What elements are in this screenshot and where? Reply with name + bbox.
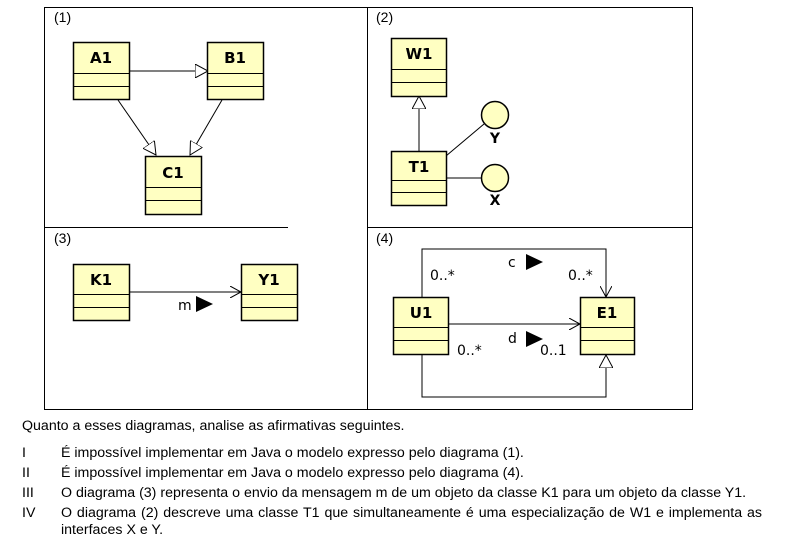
connector-b1-c1	[190, 99, 223, 155]
statement-4: IV O diagrama (2) descreve uma classe T1…	[22, 505, 762, 539]
interface-x-label: X	[490, 193, 501, 209]
class-c1: C1	[144, 155, 203, 216]
connector-t1-y	[445, 123, 485, 157]
class-e1: E1	[579, 296, 636, 356]
class-y1-name: Y1	[257, 271, 279, 289]
interface-y: Y	[480, 100, 510, 147]
statement-text: É impossível implementar em Java o model…	[61, 445, 524, 461]
class-u1: U1	[392, 296, 450, 356]
statement-number: I	[22, 445, 26, 461]
class-a1-name: A1	[90, 49, 112, 67]
question-intro: Quanto a esses diagramas, analise as afi…	[22, 418, 405, 434]
connector-a1-c1	[117, 99, 156, 155]
class-a1: A1	[72, 41, 131, 101]
statement-text: O diagrama (2) descreve uma classe T1 qu…	[61, 505, 762, 538]
generalization-u1-e1	[421, 354, 606, 398]
panel-label-2: (2)	[376, 9, 393, 25]
assoc-c-direction-arrow	[526, 254, 543, 270]
message-direction-arrow	[196, 296, 213, 312]
statement-text: O diagrama (3) representa o envio da men…	[61, 485, 747, 501]
class-w1: W1	[390, 37, 448, 98]
class-c1-name: C1	[162, 164, 183, 182]
panel-label-4: (4)	[376, 230, 393, 246]
statement-number: II	[22, 465, 30, 481]
assoc-c-mult-right: 0..*	[568, 268, 593, 284]
interface-x: X	[480, 163, 510, 209]
statement-1: I É impossível implementar em Java o mod…	[22, 445, 762, 462]
class-t1-name: T1	[409, 158, 430, 176]
assoc-c-mult-left: 0..*	[430, 268, 455, 284]
statement-3: III O diagrama (3) representa o envio da…	[22, 485, 762, 502]
statement-text: É impossível implementar em Java o model…	[61, 465, 524, 481]
question-text: Quanto a esses diagramas, analise as afi…	[22, 418, 762, 542]
assoc-c-label: c	[508, 255, 516, 271]
assoc-d-mult-right: 0..1	[540, 343, 567, 359]
class-k1-name: K1	[90, 271, 112, 289]
uml-diagram-grid: (1) (2) (3) (4) A1 B1 C1	[44, 7, 693, 410]
assoc-d-label: d	[508, 331, 517, 347]
statement-number: III	[22, 485, 34, 501]
class-t1: T1	[390, 150, 448, 207]
assoc-d-direction-arrow	[526, 331, 543, 347]
class-u1-name: U1	[410, 304, 433, 322]
class-b1: B1	[206, 41, 265, 101]
class-y1: Y1	[240, 263, 299, 322]
statement-2: II É impossível implementar em Java o mo…	[22, 465, 762, 482]
class-b1-name: B1	[224, 49, 246, 67]
panel-frame	[44, 7, 693, 410]
interface-y-label: Y	[489, 131, 501, 147]
panel-label-3: (3)	[54, 230, 71, 246]
association-c	[421, 248, 606, 297]
assoc-d-mult-left: 0..*	[457, 343, 482, 359]
class-w1-name: W1	[406, 45, 433, 63]
panel-label-1: (1)	[54, 9, 71, 25]
class-k1: K1	[72, 263, 131, 322]
message-label-m: m	[178, 298, 192, 314]
class-e1-name: E1	[597, 304, 618, 322]
statement-number: IV	[22, 505, 36, 521]
